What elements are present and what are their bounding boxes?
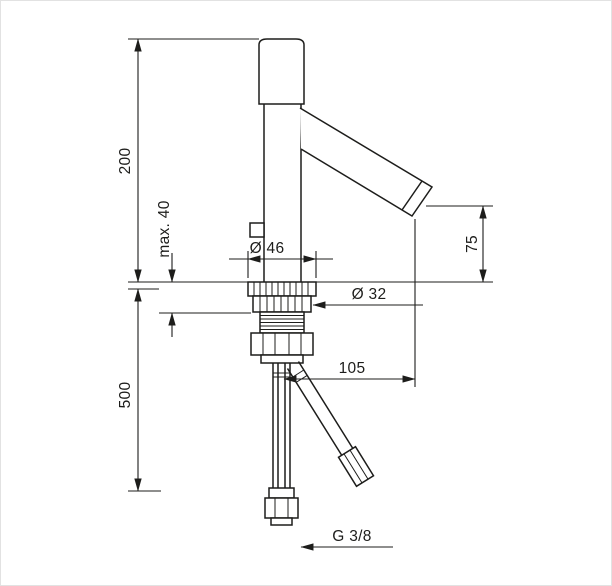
label-connection-thread: G 3/8 [332, 528, 371, 545]
base-flange-lower-hatch [259, 296, 303, 312]
base-flange-upper [247, 281, 317, 297]
shank-step [260, 354, 304, 364]
dimension-lines [128, 38, 493, 551]
hose-straight [272, 363, 291, 488]
label-shank-diameter: Ø 32 [352, 286, 387, 303]
hose-angled-end-nut [337, 445, 375, 488]
mounting-nut-flats [262, 333, 302, 355]
hose-angled-end-nut-flats [343, 449, 369, 484]
bottom-fitting-collar [268, 487, 295, 499]
label-spout-reach: 105 [339, 360, 366, 377]
dimension-labels: 200 max. 40 500 75 Ø 46 Ø 32 105 G 3/8 [117, 148, 481, 545]
aerator-line [401, 180, 423, 211]
mounting-nut [250, 332, 314, 356]
label-total-height: 200 [117, 148, 134, 175]
hose-straight-crimp [273, 372, 290, 378]
label-spout-height: 75 [464, 235, 481, 253]
label-max-mounting-thickness: max. 40 [156, 200, 173, 257]
handle-knob [258, 38, 305, 105]
bottom-fitting-tip [270, 517, 293, 526]
label-base-diameter: Ø 46 [250, 240, 285, 257]
side-button [249, 222, 265, 238]
bottom-fitting-nut [264, 497, 299, 519]
spout-outline [299, 107, 434, 218]
label-hose-length: 500 [117, 382, 134, 409]
thread-lines [260, 315, 304, 330]
faucet-outline [247, 38, 434, 526]
spout-fill [300, 108, 432, 216]
bottom-fitting-nut-flats [274, 498, 289, 518]
base-flange-upper-hatch [253, 282, 309, 296]
